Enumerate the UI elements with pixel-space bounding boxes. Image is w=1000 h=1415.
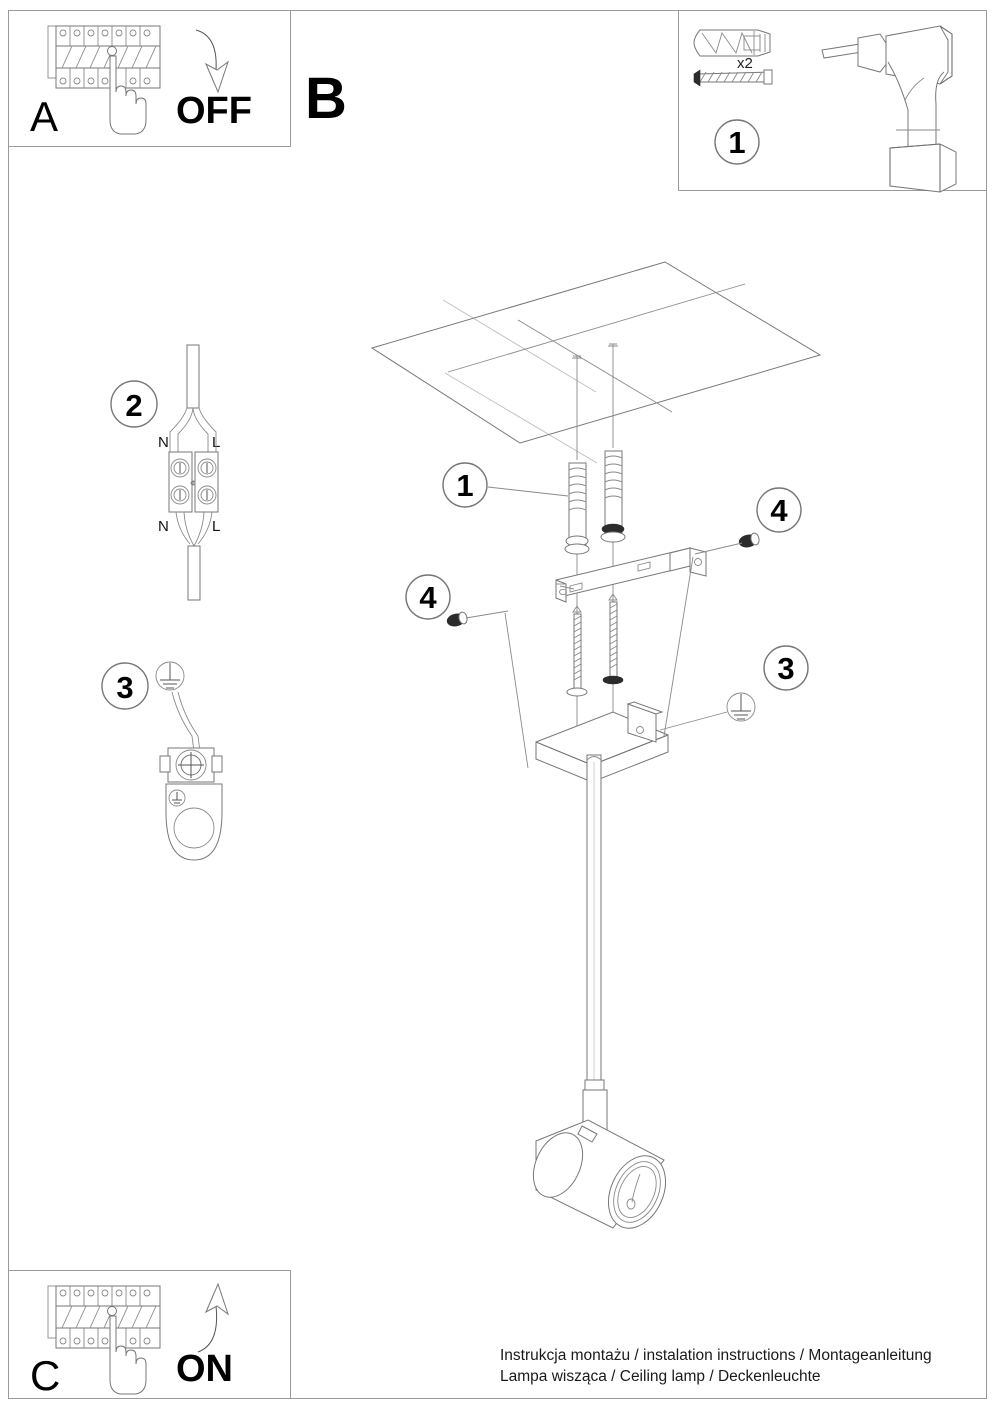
terminal-top-live-label: L xyxy=(212,434,221,451)
terminal-bottom-neutral-label: N xyxy=(158,518,169,535)
footer-line-1: Instrukcja montażu / instalation instruc… xyxy=(500,1347,932,1364)
panel-c-power-on xyxy=(8,1270,291,1399)
panel-a-action-label: OFF xyxy=(176,90,252,132)
panel-a-power-off xyxy=(8,10,291,147)
page-outer-frame xyxy=(8,10,987,1399)
panel-c-letter: C xyxy=(30,1352,61,1399)
wall-plug-quantity-label: x2 xyxy=(737,55,753,72)
terminal-top-neutral-label: N xyxy=(158,434,169,451)
panel-c-action-label: ON xyxy=(176,1348,233,1390)
terminal-bottom-live-label: L xyxy=(212,518,221,535)
panel-tools-required xyxy=(678,10,987,191)
panel-a-letter: A xyxy=(30,93,59,140)
footer-line-2: Lampa wisząca / Ceiling lamp / Deckenleu… xyxy=(500,1368,821,1385)
footer-caption: Instrukcja montażu / instalation instruc… xyxy=(500,1345,970,1387)
panel-b-letter: B xyxy=(305,66,347,131)
